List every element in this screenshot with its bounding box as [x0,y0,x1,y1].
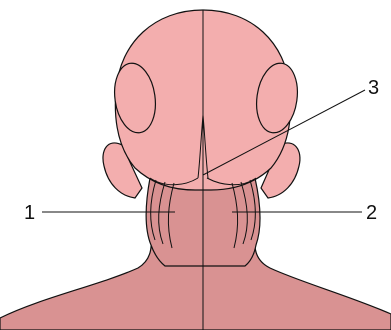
callout-label-3: 3 [368,77,379,99]
callout-label-2: 2 [366,202,377,224]
callout-label-1: 1 [24,202,35,224]
